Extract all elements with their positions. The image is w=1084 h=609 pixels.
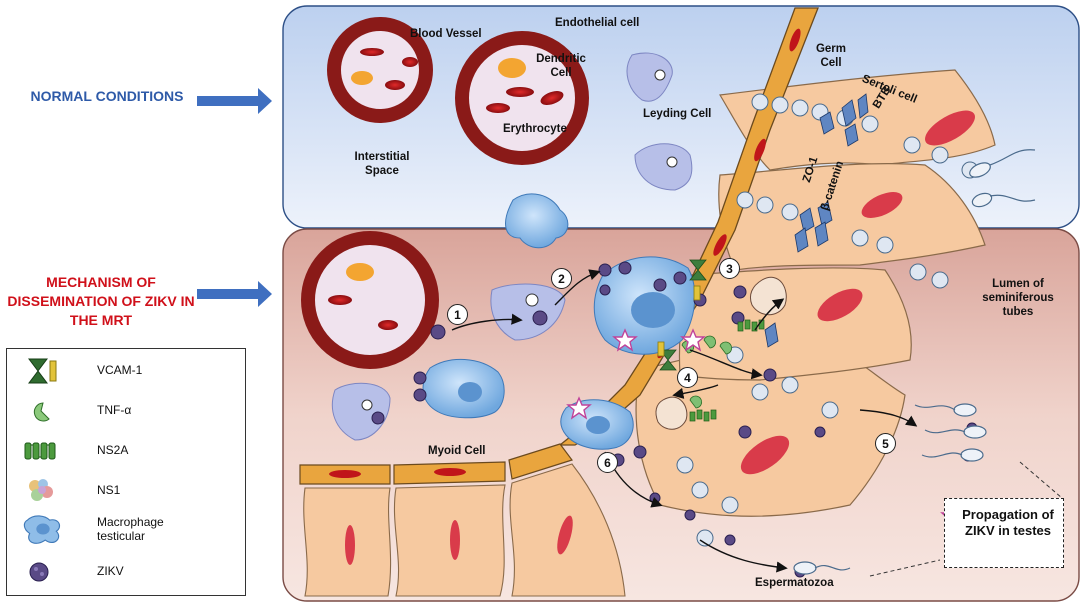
legend-item-macrophage: Macrophage testicular	[17, 509, 242, 553]
legend-label: NS2A	[97, 443, 129, 457]
step-1-badge: 1	[447, 304, 468, 325]
tnf-alpha-icon	[33, 402, 50, 422]
germ-cell-label: Germ Cell	[815, 43, 847, 69]
blood-vessel-mechanism	[301, 231, 439, 369]
tissue-blocks	[303, 463, 626, 597]
dendritic-cell-label: Dendritic Cell	[536, 53, 586, 79]
lumen-label: Lumen of seminiferous tubes	[982, 278, 1054, 318]
blood-vessel-normal	[327, 17, 433, 123]
legend-item-vcam1: VCAM-1	[17, 353, 242, 389]
btb-junctions	[764, 93, 869, 348]
legend-item-ns2a: NS2A	[17, 433, 242, 469]
step-6-badge: 6	[597, 452, 618, 473]
ns1-icon	[29, 479, 53, 501]
process-arrows	[451, 269, 918, 573]
macrophages	[422, 193, 696, 450]
legend-label: ZIKV	[97, 564, 124, 578]
sertoli-cell-upper	[719, 69, 996, 171]
propagation-note: Propagation of ZIKV in testes	[962, 507, 1054, 538]
sertoli-cell-lower	[678, 267, 912, 381]
normal-conditions-label: NORMAL CONDITIONS	[30, 88, 184, 104]
dashed-connectors	[869, 461, 1063, 577]
vacuoles	[655, 277, 787, 430]
erythrocyte-label: Erythrocyte	[503, 123, 567, 135]
legend-label: VCAM-1	[97, 363, 143, 377]
vcam1-icon	[28, 358, 57, 384]
step-2-badge: 2	[551, 268, 572, 289]
vcam1-markers	[657, 259, 707, 371]
blood-vessel-label: Blood Vessel	[410, 28, 482, 40]
legend-item-zikv: ZIKV	[17, 554, 242, 590]
myoid-cell-label: Myoid Cell	[428, 445, 486, 457]
leydig-cells	[331, 52, 693, 441]
legend-label: NS1	[97, 483, 121, 497]
normal-conditions-arrow	[197, 88, 272, 114]
myoid-cells-row	[299, 443, 573, 485]
espermatozoa-label: Espermatozoa	[755, 577, 834, 589]
macrophage-icon	[23, 515, 61, 544]
mechanism-arrow	[197, 281, 272, 307]
legend: VCAM-1 TNF-α NS2A NS1 Macrophage testicu…	[6, 348, 246, 596]
legend-item-ns1: NS1	[17, 473, 242, 509]
blood-vessel-large	[455, 31, 589, 165]
legend-label: TNF-α	[97, 403, 132, 417]
spermatozoa	[793, 149, 1036, 575]
endothelial-cell-label: Endothelial cell	[555, 17, 640, 29]
ns2a-icon	[24, 442, 56, 460]
step-5-badge: 5	[875, 433, 896, 454]
leyding-cell-label: Leyding Cell	[643, 108, 712, 120]
sertoli-nuclei	[740, 110, 975, 475]
propagation-note-box: Propagation of ZIKV in testes	[944, 498, 1064, 568]
legend-item-tnf-alpha: TNF-α	[17, 393, 242, 429]
step-3-badge: 3	[719, 258, 740, 279]
mechanism-label: MECHANISM OF DISSEMINATION OF ZIKV IN TH…	[7, 274, 195, 328]
zikv-icon	[29, 562, 49, 582]
legend-label: Macrophage testicular	[97, 515, 164, 543]
step-4-badge: 4	[677, 367, 698, 388]
interstitial-space-label: Interstitial Space	[354, 151, 410, 177]
